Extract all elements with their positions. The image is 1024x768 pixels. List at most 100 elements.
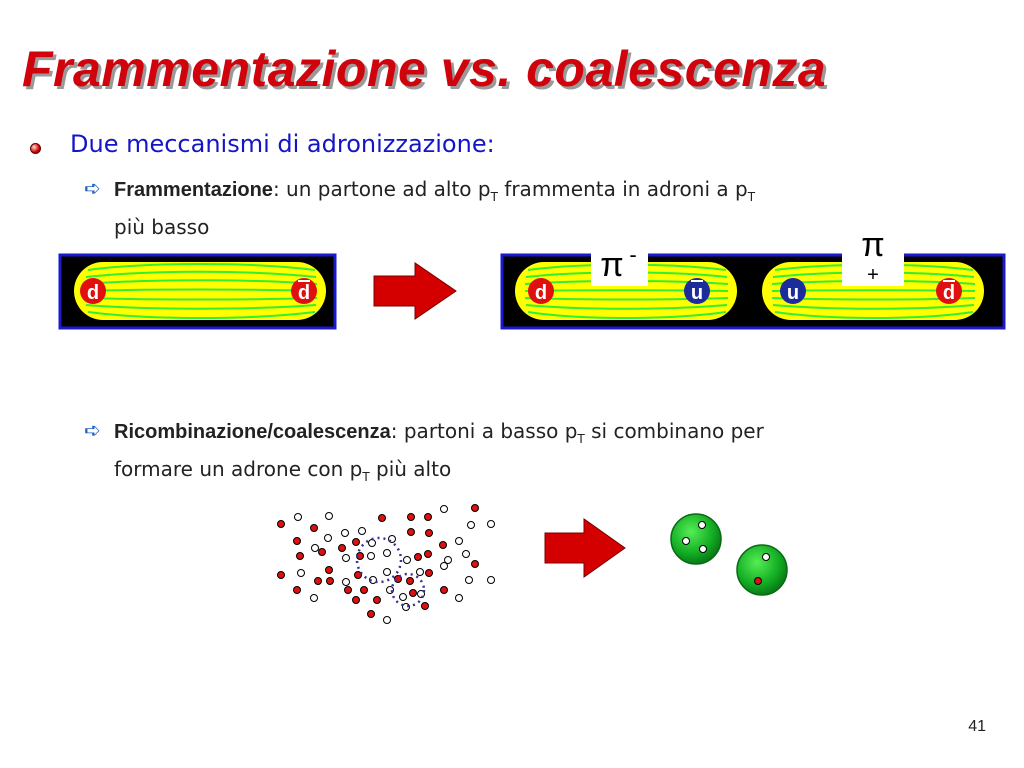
parton-white — [311, 544, 319, 552]
parton-white — [417, 590, 425, 598]
coal-sub-1: T — [577, 432, 585, 446]
pion-minus-symbol: π — [600, 246, 623, 284]
frag-text-1: : un partone ad alto p — [272, 177, 491, 201]
parton-white — [383, 549, 391, 557]
parton-white — [294, 513, 302, 521]
quark-ubar — [684, 278, 710, 304]
baryon-hadron — [670, 513, 722, 565]
quark-d-right — [528, 278, 554, 304]
left-flux-tube — [74, 262, 326, 320]
coalescence-arrow-icon — [544, 518, 626, 578]
parton-red — [352, 596, 360, 604]
parton-white — [403, 556, 411, 564]
parton-red — [409, 589, 417, 597]
bullet-text: Due meccanismi di adronizzazione: — [70, 130, 495, 158]
parton-red — [407, 528, 415, 536]
coal-sub-3: T — [362, 470, 370, 484]
quark-dbar-right-label: d — [943, 282, 955, 304]
parton-white — [369, 576, 377, 584]
arrow-bullet-icon: ➪ — [84, 176, 101, 200]
parton-white — [455, 537, 463, 545]
parton-red — [310, 524, 318, 532]
parton-white — [342, 554, 350, 562]
pion-plus-symbol: π — [861, 226, 884, 264]
parton-red — [471, 504, 479, 512]
parton-red — [318, 548, 326, 556]
parton-red — [440, 586, 448, 594]
parton-white — [465, 576, 473, 584]
frag-text-2: frammenta in adroni a p — [497, 177, 748, 201]
parton-red — [352, 538, 360, 546]
parton-white — [342, 578, 350, 586]
parton-white — [368, 539, 376, 547]
parton-red — [325, 566, 333, 574]
parton-white — [467, 521, 475, 529]
parton-red — [293, 537, 301, 545]
parton-white — [367, 552, 375, 560]
parton-white — [487, 520, 495, 528]
quark-d-left — [80, 278, 106, 304]
parton-red — [471, 560, 479, 568]
parton-red — [373, 596, 381, 604]
parton-white — [341, 529, 349, 537]
frag-sub-2: T — [747, 190, 756, 204]
quark-u-label: u — [787, 282, 799, 304]
parton-red — [378, 514, 386, 522]
parton-red — [354, 571, 362, 579]
coal-text-3: formare un adrone con p — [114, 457, 363, 481]
parton-white — [399, 593, 407, 601]
pion-plus-box — [842, 230, 904, 286]
quark-d-right-label: d — [535, 282, 547, 304]
parton-red — [344, 586, 352, 594]
parton-white — [383, 568, 391, 576]
parton-red — [425, 529, 433, 537]
parton-white — [462, 550, 470, 558]
coal-text-4: più alto — [369, 457, 452, 481]
parton-red — [425, 569, 433, 577]
parton-red — [360, 586, 368, 594]
frag-text-3: più basso — [114, 215, 210, 239]
quark-u — [780, 278, 806, 304]
parton-red — [406, 577, 414, 585]
fragmentation-arrow-icon — [373, 262, 457, 320]
parton-white — [416, 568, 424, 576]
left-field-lines — [84, 263, 318, 319]
parton-white — [358, 527, 366, 535]
parton-red — [326, 577, 334, 585]
coal-text-1: : partoni a basso p — [390, 419, 578, 443]
parton-white — [325, 512, 333, 520]
parton-white — [487, 576, 495, 584]
parton-red — [296, 552, 304, 560]
arrow-bullet-icon-2: ➪ — [84, 418, 101, 442]
pion-minus-box — [591, 236, 648, 286]
pion-minus-sign: - — [629, 242, 636, 267]
parton-white — [297, 569, 305, 577]
parton-red — [414, 553, 422, 561]
parton-white — [440, 562, 448, 570]
coal-text-2: si combinano per — [584, 419, 764, 443]
coalescence-label: Ricombinazione/coalescenza — [114, 421, 391, 443]
quark-dbar-right — [936, 278, 962, 304]
parton-red — [314, 577, 322, 585]
parton-red — [421, 602, 429, 610]
parton-red — [439, 541, 447, 549]
meson-hadron — [736, 544, 788, 596]
parton-cloud — [277, 504, 495, 624]
pion-plus-sign: + — [867, 264, 879, 286]
quark-dbar-label: d — [298, 282, 310, 304]
parton-white — [310, 594, 318, 602]
parton-red — [338, 544, 346, 552]
parton-red — [407, 513, 415, 521]
parton-white — [440, 505, 448, 513]
parton-red — [277, 571, 285, 579]
parton-white — [324, 534, 332, 542]
coalescing-group-1 — [355, 536, 403, 584]
coalescence-text: Ricombinazione/coalescenza: partoni a ba… — [114, 416, 764, 492]
fragmentation-text: Frammentazione: un partone ad alto pT fr… — [114, 174, 755, 242]
quark-ubar-label: u — [691, 282, 703, 304]
quark-d-label: d — [87, 282, 99, 304]
parton-red — [293, 586, 301, 594]
parton-red — [277, 520, 285, 528]
